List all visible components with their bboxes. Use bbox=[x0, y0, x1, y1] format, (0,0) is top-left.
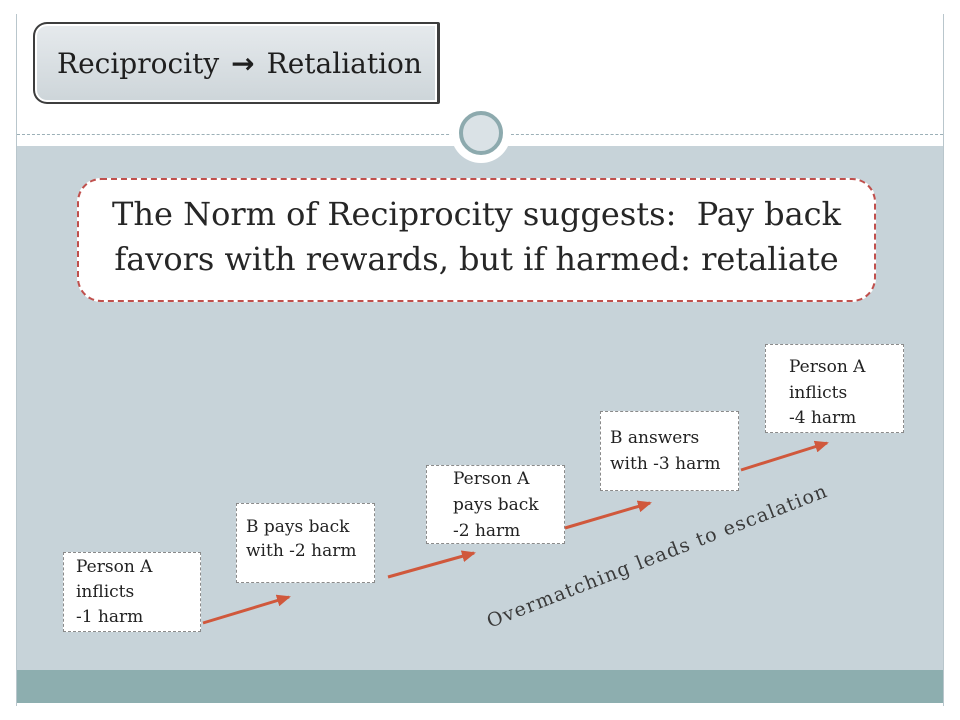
step-5-line-1: Person A bbox=[789, 357, 866, 377]
title-left-text: Reciprocity bbox=[57, 46, 220, 80]
step-3-line-3: -2 harm bbox=[453, 521, 521, 541]
footer-bar bbox=[17, 670, 943, 703]
step-box-2: B pays back with -2 harm bbox=[236, 503, 375, 583]
step-box-5: Person A inflicts -4 harm bbox=[765, 344, 904, 433]
step-5-line-3: -4 harm bbox=[789, 408, 857, 428]
norm-callout: The Norm of Reciprocity suggests: Pay ba… bbox=[77, 178, 876, 302]
step-2-line-2: with -2 harm bbox=[246, 541, 357, 561]
step-5-line-2: inflicts bbox=[789, 382, 848, 403]
frame-left-line bbox=[16, 14, 17, 706]
step-3-line-2: pays back bbox=[453, 495, 539, 515]
step-1-line-1: Person A bbox=[76, 557, 153, 577]
step-box-4: B answers with -3 harm bbox=[600, 411, 739, 491]
callout-line-2: favors with rewards, but if harmed: reta… bbox=[114, 240, 839, 278]
step-box-1: Person A inflicts -1 harm bbox=[63, 552, 201, 632]
step-1-line-2: inflicts bbox=[76, 582, 135, 602]
ornament-ring bbox=[459, 111, 503, 155]
frame-right-line bbox=[943, 14, 944, 706]
step-4-line-2: with -3 harm bbox=[610, 454, 721, 474]
step-4-line-1: B answers bbox=[610, 428, 700, 448]
slide-title: Reciprocity → Retaliation bbox=[33, 22, 440, 104]
right-arrow-icon: → bbox=[231, 46, 255, 80]
callout-line-1: The Norm of Reciprocity suggests: Pay ba… bbox=[112, 195, 841, 233]
step-2-line-1: B pays back bbox=[246, 517, 350, 537]
step-box-3: Person A pays back -2 harm bbox=[426, 465, 565, 544]
step-3-line-1: Person A bbox=[453, 469, 530, 489]
title-right-text: Retaliation bbox=[266, 46, 422, 80]
circle-ornament-icon bbox=[451, 103, 511, 163]
step-1-line-3: -1 harm bbox=[76, 607, 144, 627]
